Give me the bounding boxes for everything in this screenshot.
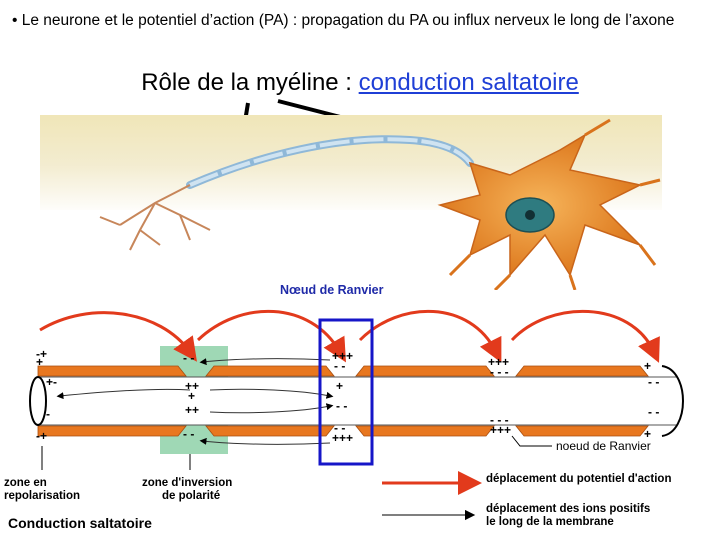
ranvier-label: Nœud de Ranvier bbox=[280, 283, 384, 297]
repolarisation-label-1: zone en bbox=[4, 477, 47, 489]
svg-text:- -: - - bbox=[336, 399, 347, 413]
svg-text:+: + bbox=[336, 379, 343, 393]
svg-text:- -: - - bbox=[648, 405, 659, 419]
svg-text:- -: - - bbox=[648, 375, 659, 389]
cell-body bbox=[437, 118, 661, 290]
ranvier-node-highlight bbox=[318, 318, 374, 466]
svg-text:- -: - - bbox=[334, 421, 345, 435]
svg-text:+++: +++ bbox=[332, 349, 353, 363]
legend-black-label-2: le long de la membrane bbox=[486, 516, 614, 528]
charges: -++ +-- -+ - -+++ ++- - +++- - +- - - -+… bbox=[36, 347, 659, 445]
svg-text:+: + bbox=[36, 355, 43, 369]
svg-text:+: + bbox=[188, 389, 195, 403]
svg-text:+: + bbox=[644, 359, 651, 373]
inversion-label-1: zone d'inversion bbox=[142, 477, 232, 489]
svg-text:- -: - - bbox=[334, 359, 345, 373]
svg-text:+++: +++ bbox=[332, 431, 353, 445]
svg-text:++: ++ bbox=[185, 379, 199, 393]
legend-black-label-1: déplacement des ions positifs bbox=[486, 503, 650, 515]
saltatory-diagram: -++ +-- -+ - -+++ ++- - +++- - +- - - -+… bbox=[4, 310, 684, 528]
svg-text:- -: - - bbox=[183, 427, 194, 441]
axon-terminals bbox=[99, 184, 211, 251]
svg-text:+: + bbox=[644, 427, 651, 441]
svg-text:-+: -+ bbox=[36, 347, 47, 361]
bullet-text: • Le neurone et le potentiel d’action (P… bbox=[12, 12, 675, 29]
caption: Conduction saltatoire bbox=[8, 515, 152, 531]
title-link[interactable]: conduction saltatoire bbox=[358, 69, 579, 96]
inversion-label-2: de polarité bbox=[162, 490, 220, 502]
axon-tube bbox=[29, 365, 684, 437]
propagation-arrows bbox=[39, 310, 660, 363]
svg-text:+++: +++ bbox=[490, 423, 511, 437]
svg-text:++: ++ bbox=[185, 403, 199, 417]
svg-text:-: - bbox=[46, 407, 50, 421]
svg-text:- - -: - - - bbox=[490, 413, 509, 427]
svg-text:-+: -+ bbox=[36, 429, 47, 443]
neuron-illustration bbox=[40, 115, 662, 290]
legend: déplacement du potentiel d'action déplac… bbox=[382, 471, 671, 528]
svg-text:+++: +++ bbox=[488, 355, 509, 369]
legend-red-label: déplacement du potentiel d'action bbox=[486, 473, 671, 485]
svg-text:- -: - - bbox=[183, 351, 194, 365]
title-prefix: Rôle de la myéline : bbox=[141, 69, 359, 96]
noeud-pointer: noeud de Ranvier bbox=[511, 435, 651, 453]
slide-title: Rôle de la myéline : conduction saltatoi… bbox=[0, 69, 720, 97]
repolarisation-label-2: repolarisation bbox=[4, 490, 80, 502]
svg-text:+-: +- bbox=[46, 375, 57, 389]
svg-text:- - -: - - - bbox=[490, 365, 509, 379]
noeud-label: noeud de Ranvier bbox=[556, 439, 651, 453]
